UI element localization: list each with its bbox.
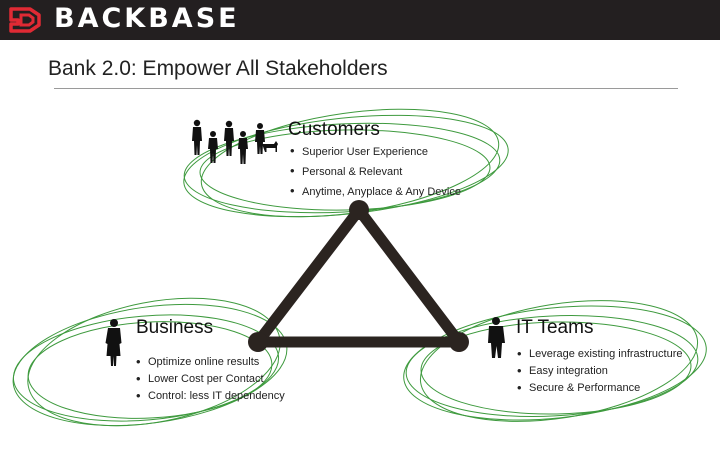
it-teams-bullet: Leverage existing infrastructure — [517, 345, 682, 363]
customers-bullet: Personal & Relevant — [290, 161, 461, 182]
it-teams-bullet: Easy integration — [517, 362, 682, 380]
it-teams-heading: IT Teams — [516, 317, 594, 338]
customers-bullet: Superior User Experience — [290, 141, 461, 162]
it-person-icon — [488, 317, 505, 358]
slide-title: Bank 2.0: Empower All Stakeholders — [48, 57, 388, 80]
triangle-node-right — [449, 332, 469, 352]
backbase-logo-icon — [9, 7, 41, 33]
customers-bullet: Anytime, Anyplace & Any Device — [290, 181, 461, 202]
business-bullet: Optimize online results — [136, 353, 285, 371]
header-bar: BACKBASE — [0, 0, 720, 40]
business-bullet-list: Optimize online results Lower Cost per C… — [136, 353, 285, 405]
customers-bullet-list: Superior User Experience Personal & Rele… — [290, 141, 461, 202]
it-teams-bullet: Secure & Performance — [517, 379, 682, 397]
business-ellipses — [12, 297, 288, 427]
business-heading: Business — [136, 317, 214, 338]
connector-triangle — [248, 200, 469, 352]
people-group-icon — [192, 119, 278, 164]
triangle-node-top — [349, 200, 369, 220]
triangle-node-left — [248, 332, 268, 352]
customers-heading: Customers — [288, 119, 380, 140]
title-divider — [54, 88, 678, 89]
it-ellipses — [403, 300, 707, 422]
brand-name: BACKBASE — [54, 3, 240, 34]
business-bullet: Lower Cost per Contact — [136, 370, 285, 388]
it-teams-bullet-list: Leverage existing infrastructure Easy in… — [517, 345, 682, 397]
businesswoman-icon — [105, 319, 122, 366]
business-bullet: Control: less IT dependency — [136, 387, 285, 405]
